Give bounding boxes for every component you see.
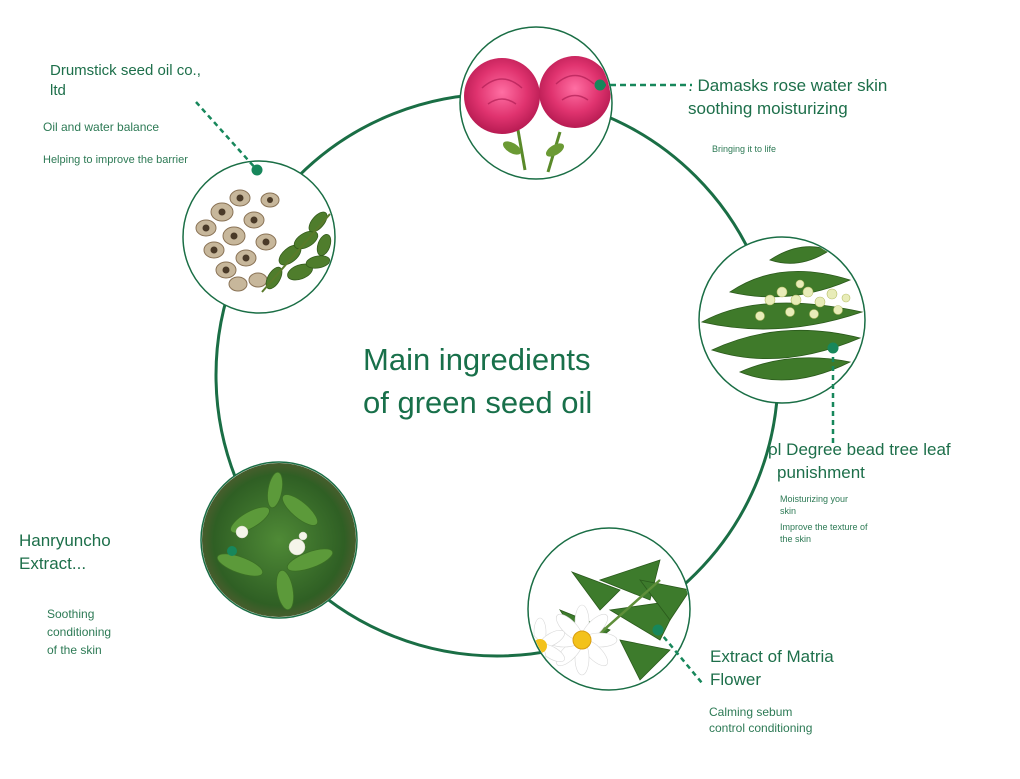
drumstick-name-line-2: ltd bbox=[50, 82, 66, 99]
hanryuncho-name-line-1: Hanryuncho bbox=[19, 531, 111, 550]
hanryuncho-benefit-2: conditioning bbox=[47, 625, 112, 639]
neem-leaf-image bbox=[698, 236, 866, 404]
matricaria-benefit-2: control conditioning bbox=[709, 721, 813, 735]
neem-name: ρl Degree bead tree leaf punishment bbox=[768, 438, 998, 484]
hanryuncho-herb-image bbox=[200, 461, 358, 619]
rose-name-line-1: . Damasks rose water skin bbox=[688, 76, 888, 95]
drumstick-seed-image bbox=[182, 160, 336, 314]
diagram-title: Main ingredients of green seed oil bbox=[363, 338, 663, 424]
neem-benefit-2a: Improve the texture of bbox=[780, 522, 868, 532]
matricaria-benefit-1: Calming sebum bbox=[709, 705, 793, 719]
title-line-2: of green seed oil bbox=[363, 385, 593, 420]
damask-rose-image bbox=[459, 26, 613, 180]
hanryuncho-benefit-3: of the skin bbox=[47, 643, 102, 657]
hanryuncho-name: Hanryuncho Extract... bbox=[19, 529, 169, 575]
neem-benefit-1b: skin bbox=[780, 506, 797, 516]
rose-benefit-1: Bringing it to life bbox=[712, 144, 777, 154]
matricaria-benefits: Calming sebum control conditioning bbox=[709, 704, 869, 736]
neem-benefit-group-1: Moisturizing your skin bbox=[780, 493, 900, 517]
neem-benefit-2b: the skin bbox=[780, 534, 812, 544]
neem-name-line-2: punishment bbox=[777, 463, 865, 482]
matricaria-name-line-1: Extract of Matria bbox=[710, 647, 834, 666]
matricaria-name: Extract of Matria Flower bbox=[710, 645, 890, 691]
chamomile-image bbox=[527, 527, 691, 691]
connector-drumstick bbox=[195, 101, 263, 176]
drumstick-benefit-2: Helping to improve the barrier bbox=[43, 154, 188, 166]
neem-benefit-group-2: Improve the texture of the skin bbox=[780, 521, 900, 545]
connector-hanryuncho bbox=[227, 546, 237, 556]
connector-neem bbox=[827, 342, 839, 444]
rose-name: . Damasks rose water skin soothing moist… bbox=[688, 74, 928, 120]
drumstick-name-line-1: Drumstick seed oil co., bbox=[50, 62, 201, 79]
rose-name-line-2: soothing moisturizing bbox=[688, 99, 848, 118]
matricaria-name-line-2: Flower bbox=[710, 670, 762, 689]
neem-benefit-1a: Moisturizing your bbox=[780, 494, 849, 504]
drumstick-name: Drumstick seed oil co., ltd bbox=[50, 61, 230, 101]
connector-matricaria bbox=[652, 624, 703, 684]
neem-name-line-1: ρl Degree bead tree leaf bbox=[768, 440, 951, 459]
hanryuncho-name-line-2: Extract... bbox=[19, 554, 87, 573]
drumstick-benefit-1: Oil and water balance bbox=[43, 120, 160, 134]
connector-rose bbox=[594, 79, 692, 91]
title-line-1: Main ingredients bbox=[363, 342, 591, 377]
hanryuncho-benefit-1: Soothing bbox=[47, 607, 95, 621]
hanryuncho-benefits: Soothing conditioning of the skin bbox=[47, 605, 187, 659]
